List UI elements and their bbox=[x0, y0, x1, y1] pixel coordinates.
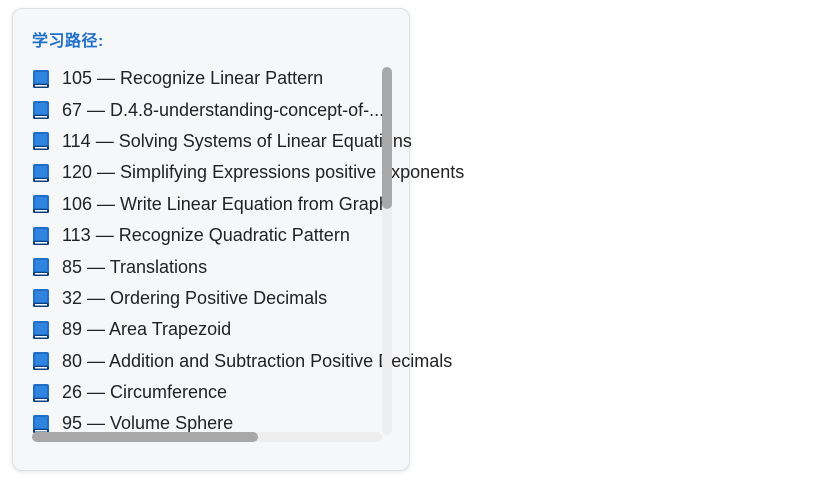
book-icon bbox=[33, 163, 49, 182]
book-icon bbox=[33, 195, 49, 214]
list-item-label: 113 — Recognize Quadratic Pattern bbox=[62, 225, 350, 246]
list-item[interactable]: 120 — Simplifying Expressions positive e… bbox=[32, 157, 832, 188]
list-content: 105 — Recognize Linear Pattern 67 — D.4.… bbox=[32, 63, 832, 440]
list-item-label: 85 — Translations bbox=[62, 256, 208, 277]
book-icon bbox=[33, 69, 49, 88]
book-icon bbox=[33, 352, 49, 371]
list-item[interactable]: 67 — D.4.8-understanding-concept-of-... bbox=[32, 94, 832, 125]
list-item[interactable]: 95 — Volume Sphere bbox=[32, 408, 832, 439]
learning-path-list[interactable]: 105 — Recognize Linear Pattern 67 — D.4.… bbox=[32, 63, 464, 435]
list-item-label: 120 — Simplifying Expressions positive e… bbox=[62, 162, 465, 183]
list-item[interactable]: 80 — Addition and Subtraction Positive D… bbox=[32, 346, 832, 377]
list-item[interactable]: 26 — Circumference bbox=[32, 377, 832, 408]
vertical-scrollbar-thumb[interactable] bbox=[382, 67, 392, 209]
learning-path-panel: 学习路径: 105 — Recognize Linear Pattern 67 … bbox=[12, 8, 464, 471]
book-icon bbox=[33, 101, 49, 120]
list-item[interactable]: 113 — Recognize Quadratic Pattern bbox=[32, 220, 832, 251]
list-item-label: 95 — Volume Sphere bbox=[62, 413, 234, 434]
list-item[interactable]: 85 — Translations bbox=[32, 251, 832, 282]
list-item[interactable]: 89 — Area Trapezoid bbox=[32, 314, 832, 345]
book-icon bbox=[33, 414, 49, 433]
book-icon bbox=[33, 383, 49, 402]
list-item-label: 106 — Write Linear Equation from Graph bbox=[62, 193, 389, 214]
book-icon bbox=[33, 226, 49, 245]
list-item[interactable]: 106 — Write Linear Equation from Graph bbox=[32, 189, 832, 220]
list-item-label: 32 — Ordering Positive Decimals bbox=[62, 287, 328, 308]
list-item[interactable]: 114 — Solving Systems of Linear Equation… bbox=[32, 126, 832, 157]
list-item[interactable]: 32 — Ordering Positive Decimals bbox=[32, 283, 832, 314]
list-item-label: 114 — Solving Systems of Linear Equation… bbox=[62, 130, 412, 151]
vertical-scrollbar[interactable] bbox=[382, 67, 392, 435]
list-item-label: 89 — Area Trapezoid bbox=[62, 319, 232, 340]
book-icon bbox=[33, 320, 49, 339]
list-item[interactable]: 105 — Recognize Linear Pattern bbox=[32, 63, 832, 94]
book-icon bbox=[33, 258, 49, 277]
panel-title: 学习路径: bbox=[32, 33, 104, 50]
horizontal-scrollbar-thumb[interactable] bbox=[32, 432, 258, 442]
list-item-label: 80 — Addition and Subtraction Positive D… bbox=[62, 350, 453, 371]
list-item-label: 26 — Circumference bbox=[62, 382, 228, 403]
list-item-label: 67 — D.4.8-understanding-concept-of-... bbox=[62, 99, 385, 120]
book-icon bbox=[33, 132, 49, 151]
book-icon bbox=[33, 289, 49, 308]
horizontal-scrollbar[interactable] bbox=[32, 432, 382, 442]
list-item-label: 105 — Recognize Linear Pattern bbox=[62, 68, 324, 89]
